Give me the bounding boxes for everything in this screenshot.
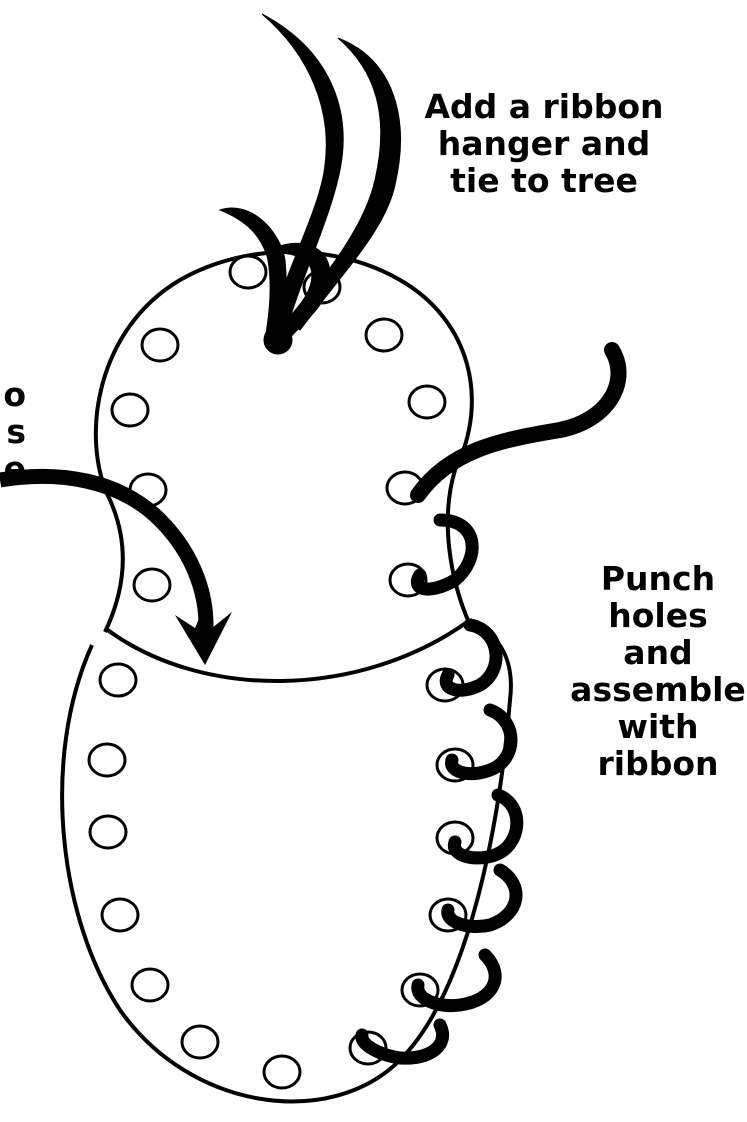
label-hanger-line-3: tie to tree bbox=[420, 162, 668, 199]
punched-hole bbox=[90, 816, 126, 848]
ribbon-tail-top bbox=[418, 350, 619, 495]
label-left-cropped: o s e bbox=[0, 376, 26, 487]
ribbon-hanger bbox=[220, 14, 400, 354]
punched-hole bbox=[264, 1056, 300, 1088]
punched-hole bbox=[134, 569, 170, 601]
punched-hole bbox=[230, 256, 266, 288]
overlap-edge bbox=[105, 620, 470, 681]
label-left-line-1: o bbox=[0, 376, 26, 413]
label-assemble-line-2: holes bbox=[570, 597, 746, 634]
punched-hole bbox=[366, 319, 402, 351]
punched-hole bbox=[132, 969, 168, 1001]
label-left-line-2: s bbox=[0, 413, 26, 450]
arrow-head bbox=[175, 605, 232, 665]
arrow-shaft bbox=[0, 476, 206, 640]
label-hanger-line-2: hanger and bbox=[420, 125, 668, 162]
punched-holes bbox=[89, 256, 473, 1088]
label-add-ribbon-hanger: Add a ribbon hanger and tie to tree bbox=[420, 88, 668, 199]
label-assemble-line-1: Punch bbox=[570, 560, 746, 597]
label-hanger-line-1: Add a ribbon bbox=[420, 88, 668, 125]
label-assemble-line-4: assemble bbox=[570, 671, 746, 708]
label-assemble-line-6: ribbon bbox=[570, 745, 746, 782]
label-assemble-line-3: and bbox=[570, 634, 746, 671]
punched-hole bbox=[142, 329, 178, 361]
hanger-knot bbox=[264, 326, 292, 354]
punched-hole bbox=[112, 394, 148, 426]
label-assemble-line-5: with bbox=[570, 708, 746, 745]
punched-hole bbox=[89, 744, 125, 776]
punched-hole bbox=[182, 1026, 218, 1058]
punched-hole bbox=[102, 899, 138, 931]
punched-hole bbox=[100, 664, 136, 696]
punched-hole bbox=[409, 386, 445, 418]
label-punch-holes-assemble: Punch holes and assemble with ribbon bbox=[570, 560, 746, 782]
label-left-line-4: e bbox=[0, 450, 26, 487]
